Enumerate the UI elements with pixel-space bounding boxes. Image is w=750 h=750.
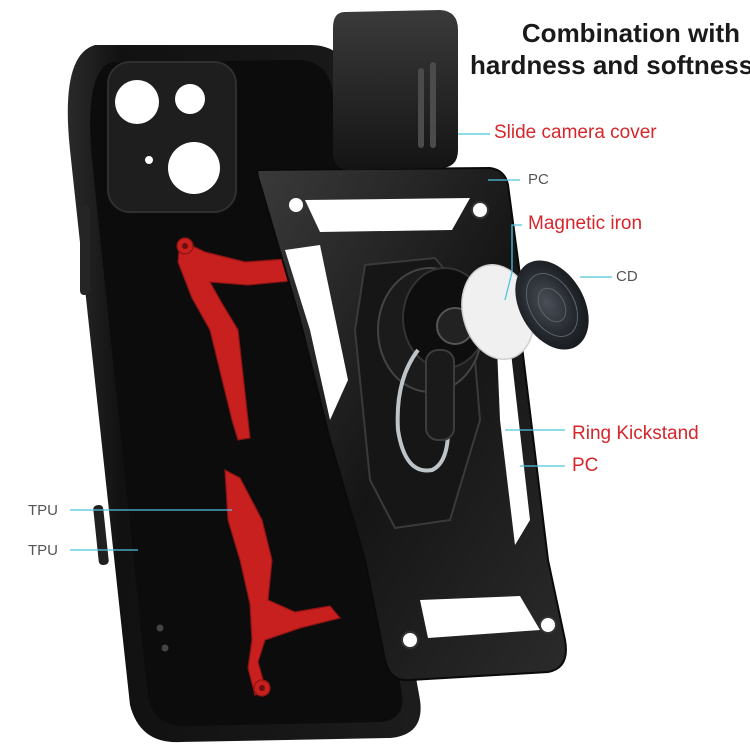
slide-camera-cover [333,10,458,170]
leader-lines [70,133,612,551]
label-ring-kickstand: Ring Kickstand [572,423,699,444]
label-pc-top: PC [528,171,549,188]
camera-lens-2 [175,84,205,114]
camera-flash [145,156,153,164]
label-tpu-bottom: TPU [28,542,58,559]
headline-line-1: Combination with [521,18,740,48]
cd-disc [515,260,589,350]
headline: Combination with hardness and softness [470,18,750,81]
label-magnetic-iron: Magnetic iron [528,213,643,234]
camera-lens-3 [168,142,220,194]
camera-module [107,61,237,213]
label-cd: CD [616,268,638,285]
camera-lens-1 [115,80,159,124]
headline-line-2: hardness and softness [470,49,750,80]
label-pc-bottom: PC [572,455,599,476]
label-slide-camera-cover: Slide camera cover [494,122,657,143]
label-tpu-top: TPU [28,502,58,519]
